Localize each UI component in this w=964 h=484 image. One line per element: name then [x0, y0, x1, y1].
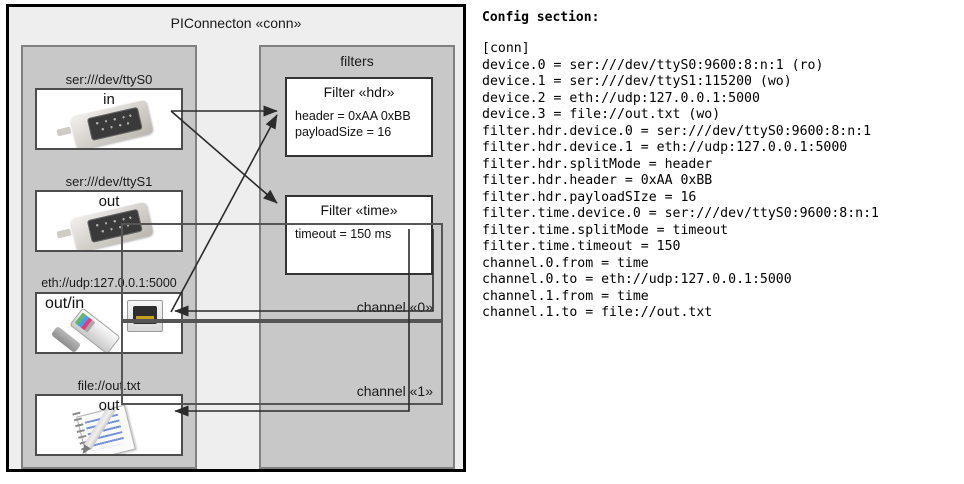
device-label: ser:///dev/ttyS0	[65, 72, 153, 87]
filter-attrs: header = 0xAA 0xBB payloadSize = 16	[287, 104, 431, 140]
arrow-channel1-to-file	[174, 229, 410, 417]
device-card[interactable]: out	[35, 394, 183, 456]
arrow-channel0-to-eth	[174, 229, 434, 317]
filters-panel-title: filters	[340, 53, 374, 69]
device-label: file://out.txt	[77, 378, 141, 393]
diagram-title: PIConnecton «conn»	[170, 15, 302, 31]
device-block-ttyS1[interactable]: ser:///dev/ttyS1 out	[35, 173, 183, 252]
device-card[interactable]: out/in	[35, 292, 183, 354]
device-card[interactable]: out	[35, 190, 183, 252]
device-direction: in	[103, 91, 115, 108]
filter-attrs: timeout = 150 ms	[287, 222, 431, 242]
config-heading: Config section:	[482, 10, 600, 25]
filter-title: Filter «time»	[320, 202, 398, 218]
channel-box-1[interactable]: channel «1»	[121, 321, 443, 405]
filters-panel: filters Filter «hdr» header = 0xAA 0xBB …	[121, 45, 455, 469]
arrow-eth-to-hdr	[170, 114, 278, 313]
device-label: eth://udp:127.0.0.1:5000	[41, 276, 177, 290]
filter-title: Filter «hdr»	[323, 84, 395, 100]
device-card[interactable]: in	[35, 88, 183, 150]
device-block-eth[interactable]: eth://udp:127.0.0.1:5000 out/in	[35, 275, 183, 354]
channel-label: channel «1»	[356, 383, 433, 399]
devices-panel: ser:///dev/ttyS0 in ser:///dev/ttyS1 out…	[21, 45, 197, 469]
filter-attr: timeout = 150 ms	[295, 227, 392, 241]
connector-arrows	[170, 105, 434, 417]
device-block-ttyS0[interactable]: ser:///dev/ttyS0 in	[35, 71, 183, 150]
connection-diagram-frame: PIConnecton «conn» ser:///dev/ttyS0 in s…	[6, 4, 466, 472]
arrow-ttyS0-to-time	[170, 110, 278, 204]
device-block-file[interactable]: file://out.txt out	[35, 377, 183, 456]
config-text: [conn] device.0 = ser:///dev/ttyS0:9600:…	[482, 41, 879, 320]
device-label: ser:///dev/ttyS1	[65, 174, 153, 189]
device-direction: out	[98, 397, 120, 414]
config-section: Config section: [conn] device.0 = ser://…	[482, 8, 960, 478]
filter-box-hdr[interactable]: Filter «hdr» header = 0xAA 0xBB payloadS…	[285, 77, 433, 157]
filter-attr: payloadSize = 16	[295, 125, 392, 139]
device-direction: out	[98, 193, 120, 210]
filter-attr: header = 0xAA 0xBB	[295, 109, 411, 123]
device-direction: out/in	[45, 295, 85, 312]
